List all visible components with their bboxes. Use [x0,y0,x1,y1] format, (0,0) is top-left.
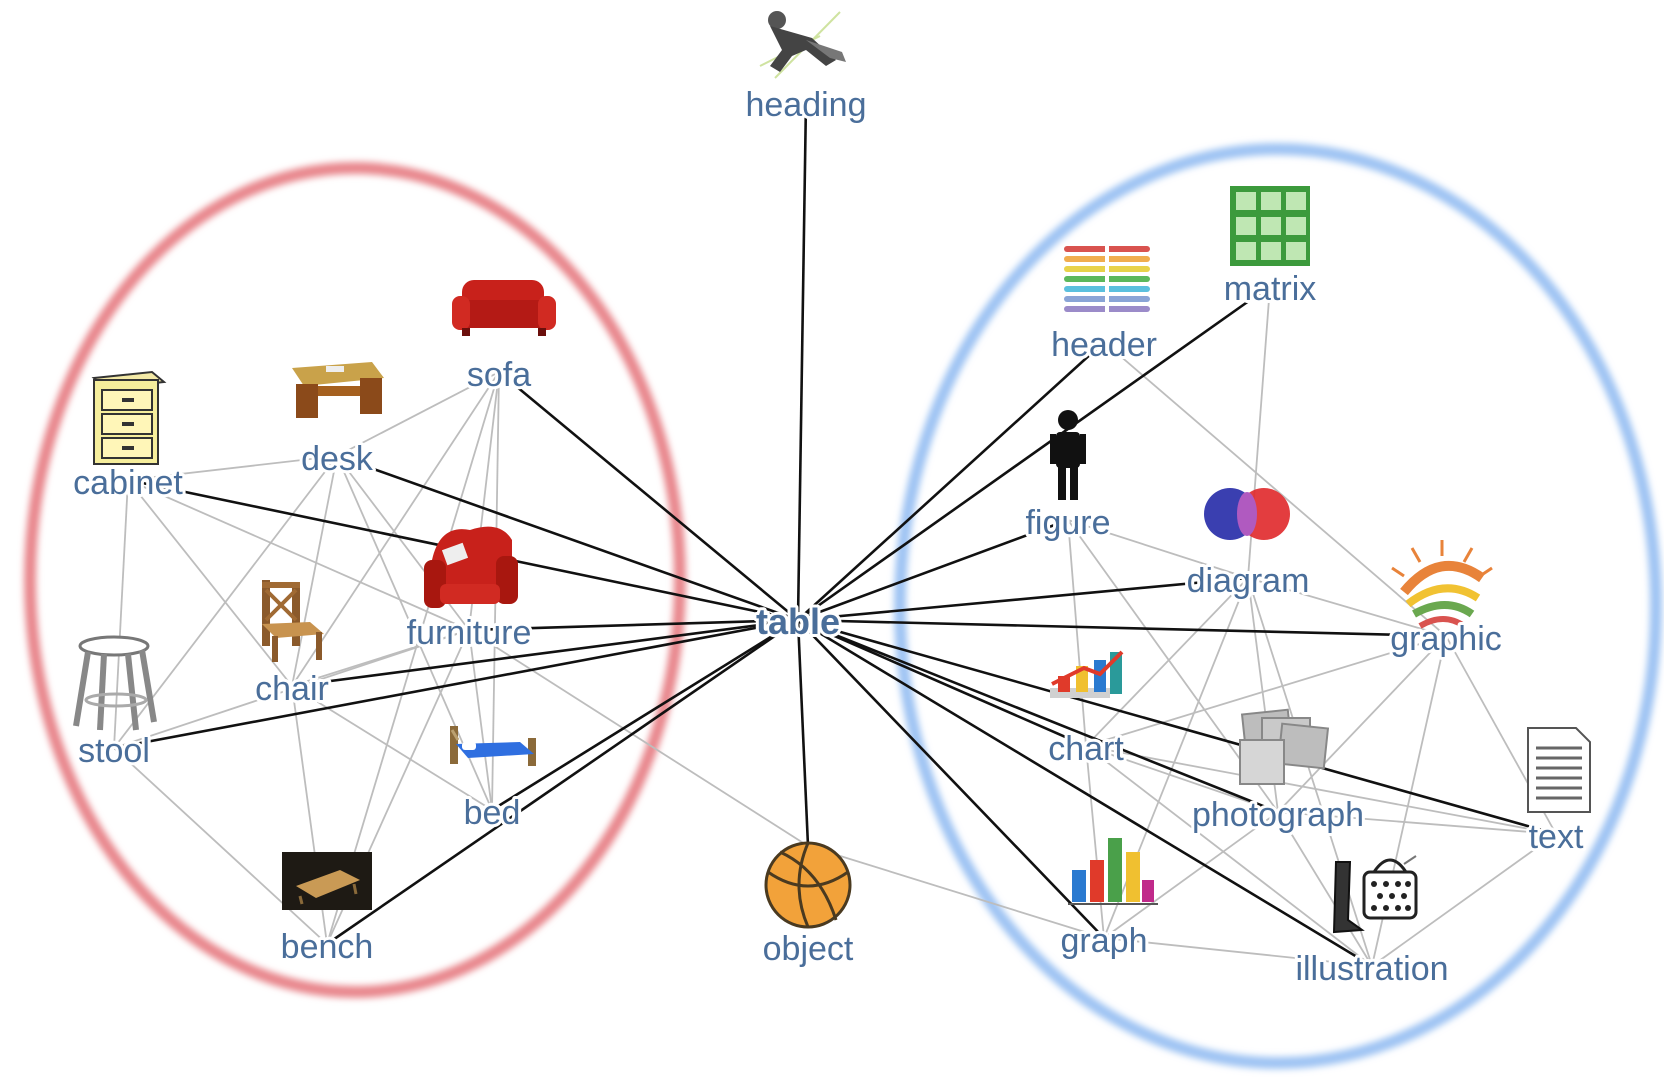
node-label-sofa[interactable]: sofa [464,353,534,397]
weak-edge-graphic-chart [1085,635,1447,747]
strong-edge-table-graph [797,619,1105,939]
strong-edge-table-chair [291,618,799,688]
strong-edge-table-heading [796,99,808,621]
node-label-chart[interactable]: chart [1045,727,1127,771]
weak-edge-sofa-bench [326,371,500,945]
right-cluster-ellipse [894,143,1662,1069]
handbag-illustration-icon [1332,855,1418,934]
weak-edge-header-graphic [1103,341,1447,637]
weak-edge-chair-bed [291,685,493,811]
weak-edge-cabinet-furniture [127,479,470,631]
weak-edge-graphic-photograph [1277,635,1447,813]
node-label-text[interactable]: text [1526,815,1587,859]
strong-edge-table-header [797,341,1105,621]
weak-edge-photograph-text [1277,811,1557,835]
venn-diagram-icon [1204,488,1290,540]
weak-edge-diagram-chart [1085,577,1249,747]
bar-chart-3d-icon [1050,650,1124,698]
weak-edge-desk-cabinet [127,455,338,481]
strong-edge-table-object [796,619,810,847]
strong-edge-table-figure [797,518,1069,622]
node-label-figure[interactable]: figure [1022,501,1113,545]
armchair-icon [424,526,518,608]
node-label-bed[interactable]: bed [461,791,524,835]
node-label-illustration[interactable]: illustration [1292,947,1451,991]
document-icon [1527,727,1591,813]
weak-edge-diagram-illustration [1247,577,1373,967]
colored-stripes-icon [1064,244,1150,316]
weak-edge-furniture-object [468,629,809,847]
weak-edge-furniture-bed [468,629,493,811]
strong-edge-table-chart [797,618,1087,748]
node-label-chair[interactable]: chair [252,667,332,711]
node-label-desk[interactable]: desk [298,437,377,481]
strong-edge-table-desk [336,454,799,622]
left-cluster-ellipse [24,162,686,998]
strong-edge-table-furniture [468,618,799,632]
weak-edge-chart-illustration [1085,745,1373,967]
node-label-cabinet[interactable]: cabinet [70,461,186,505]
stool-icon [73,635,157,731]
grid-icon [1230,186,1310,266]
weak-edge-figure-chart [1067,519,1087,747]
node-label-stool[interactable]: stool [75,729,153,773]
weak-edge-diagram-graphic [1247,577,1447,637]
bed-icon [450,726,536,766]
bar-graph-icon [1068,838,1158,905]
strong-edge-table-text [797,618,1557,836]
node-label-graphic[interactable]: graphic [1387,617,1505,661]
weak-edge-cabinet-chair [127,479,293,687]
bench-photo-icon [282,852,372,910]
basketball-icon [764,841,852,929]
node-label-graph[interactable]: graph [1058,919,1151,963]
weak-edge-chart-text [1085,745,1557,835]
weak-edge-text-illustration [1371,833,1557,967]
strong-edge-table-graphic [797,618,1447,638]
photo-stack-icon [1239,708,1330,785]
weak-edge-figure-diagram [1067,519,1249,579]
node-label-photograph[interactable]: photograph [1189,793,1367,837]
cabinet-icon [91,370,167,465]
strong-edge-table-bed [491,618,799,812]
node-label-matrix[interactable]: matrix [1221,267,1320,311]
strong-edge-table-diagram [797,576,1249,622]
weak-edge-chart-photograph [1085,745,1279,813]
wooden-chair-icon [262,580,324,662]
node-label-diagram[interactable]: diagram [1184,559,1313,603]
weak-edge-diagram-graph [1103,577,1249,939]
weak-edge-sofa-chair [291,371,500,687]
desk-icon [292,362,384,418]
strong-edge-table-stool [113,618,799,750]
node-label-header[interactable]: header [1048,323,1160,367]
strong-edge-table-bench [326,618,799,946]
strong-edge-table-sofa [498,370,799,622]
node-label-object[interactable]: object [760,927,857,971]
node-labels: heading sofa desk cabinet furniture chai… [70,83,1587,991]
node-label-bench[interactable]: bench [278,925,377,969]
weak-edge-object-graph [807,845,1105,939]
figure-skater-icon [759,11,846,79]
strong-edge-table-photograph [797,618,1279,814]
sofa-icon [452,280,556,336]
node-label-table[interactable]: table [753,598,843,645]
weak-edge-desk-chair [291,455,338,687]
node-label-furniture[interactable]: furniture [404,611,535,655]
weak-edge-desk-sofa [336,371,500,457]
sunburst-graphic-icon [1391,540,1493,629]
weak-edge-graph-illustration [1103,937,1373,967]
weak-edge-cabinet-stool [113,479,129,749]
node-label-heading[interactable]: heading [742,83,869,127]
weak-edge-chart-graph [1085,745,1105,939]
strong-edge-table-illustration [797,618,1373,968]
strong-edges [113,99,1557,968]
weak-edge-photograph-illustration [1277,811,1373,967]
person-silhouette-icon [1050,410,1086,500]
weak-edge-stool-bench [113,747,328,945]
strong-edge-table-matrix [797,284,1271,622]
weak-edge-photograph-graph [1103,811,1279,939]
